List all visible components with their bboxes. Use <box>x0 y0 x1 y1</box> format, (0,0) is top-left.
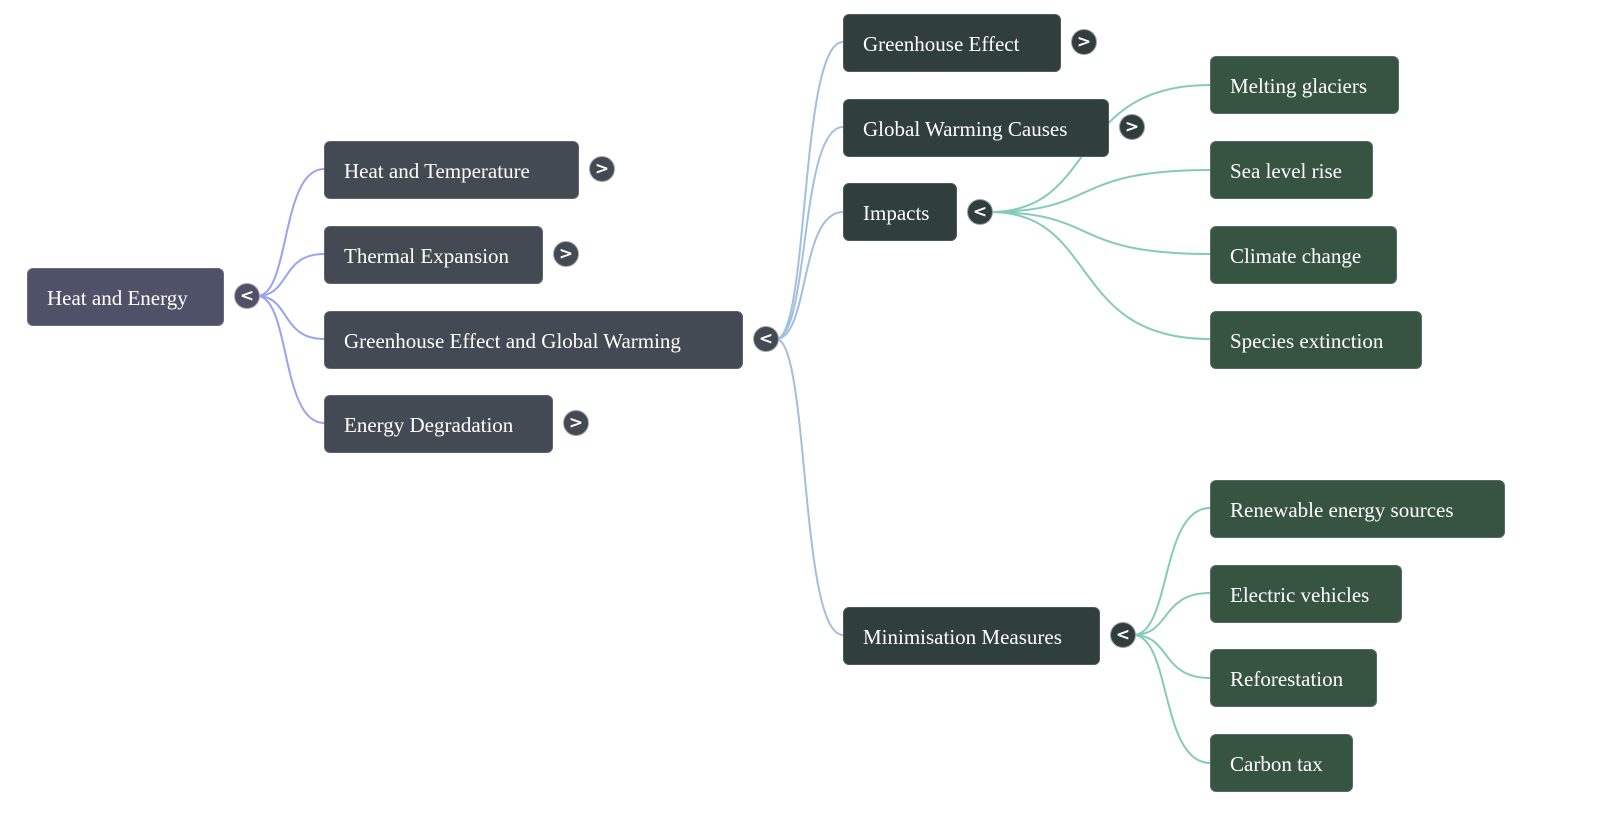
node-energy-degradation[interactable]: Energy Degradation <box>324 395 553 453</box>
node-melting-glaciers[interactable]: Melting glaciers <box>1210 56 1399 114</box>
collapse-toggle-icon[interactable]: < <box>967 199 993 225</box>
node-heat-and-temperature[interactable]: Heat and Temperature <box>324 141 579 199</box>
expand-toggle-icon[interactable]: > <box>563 410 589 436</box>
connector-line <box>256 168 325 297</box>
collapse-toggle-icon[interactable]: < <box>1110 622 1136 648</box>
expand-toggle-icon[interactable]: > <box>553 241 579 267</box>
connector-line <box>1132 507 1211 636</box>
node-sea-level-rise[interactable]: Sea level rise <box>1210 141 1373 199</box>
expand-toggle-icon[interactable]: > <box>1119 114 1145 140</box>
connector-line <box>256 253 325 297</box>
expand-toggle-icon[interactable]: > <box>589 156 615 182</box>
node-minimisation-measures[interactable]: Minimisation Measures <box>843 607 1100 665</box>
connector-line <box>775 211 844 340</box>
connector-line <box>775 126 844 340</box>
collapse-toggle-icon[interactable]: < <box>753 326 779 352</box>
node-heat-and-energy[interactable]: Heat and Energy <box>27 268 224 326</box>
node-climate-change[interactable]: Climate change <box>1210 226 1397 284</box>
node-thermal-expansion[interactable]: Thermal Expansion <box>324 226 543 284</box>
node-electric-vehicles[interactable]: Electric vehicles <box>1210 565 1402 623</box>
connector-line <box>775 338 844 636</box>
connector-line <box>989 211 1211 340</box>
connector-line <box>256 295 325 340</box>
node-global-warming-causes[interactable]: Global Warming Causes <box>843 99 1109 157</box>
node-species-extinction[interactable]: Species extinction <box>1210 311 1422 369</box>
connector-line <box>989 211 1211 255</box>
node-renewable-energy-sources[interactable]: Renewable energy sources <box>1210 480 1505 538</box>
node-reforestation[interactable]: Reforestation <box>1210 649 1377 707</box>
connector-line <box>1132 634 1211 679</box>
node-greenhouse-effect[interactable]: Greenhouse Effect <box>843 14 1061 72</box>
node-carbon-tax[interactable]: Carbon tax <box>1210 734 1353 792</box>
node-impacts[interactable]: Impacts <box>843 183 957 241</box>
collapse-toggle-icon[interactable]: < <box>234 283 260 309</box>
connector-line <box>775 41 844 340</box>
connector-line <box>256 295 325 424</box>
connector-line <box>1132 592 1211 636</box>
connector-line <box>1132 634 1211 764</box>
node-greenhouse-effect-and-global-warming[interactable]: Greenhouse Effect and Global Warming <box>324 311 743 369</box>
expand-toggle-icon[interactable]: > <box>1071 29 1097 55</box>
connector-line <box>989 169 1211 213</box>
